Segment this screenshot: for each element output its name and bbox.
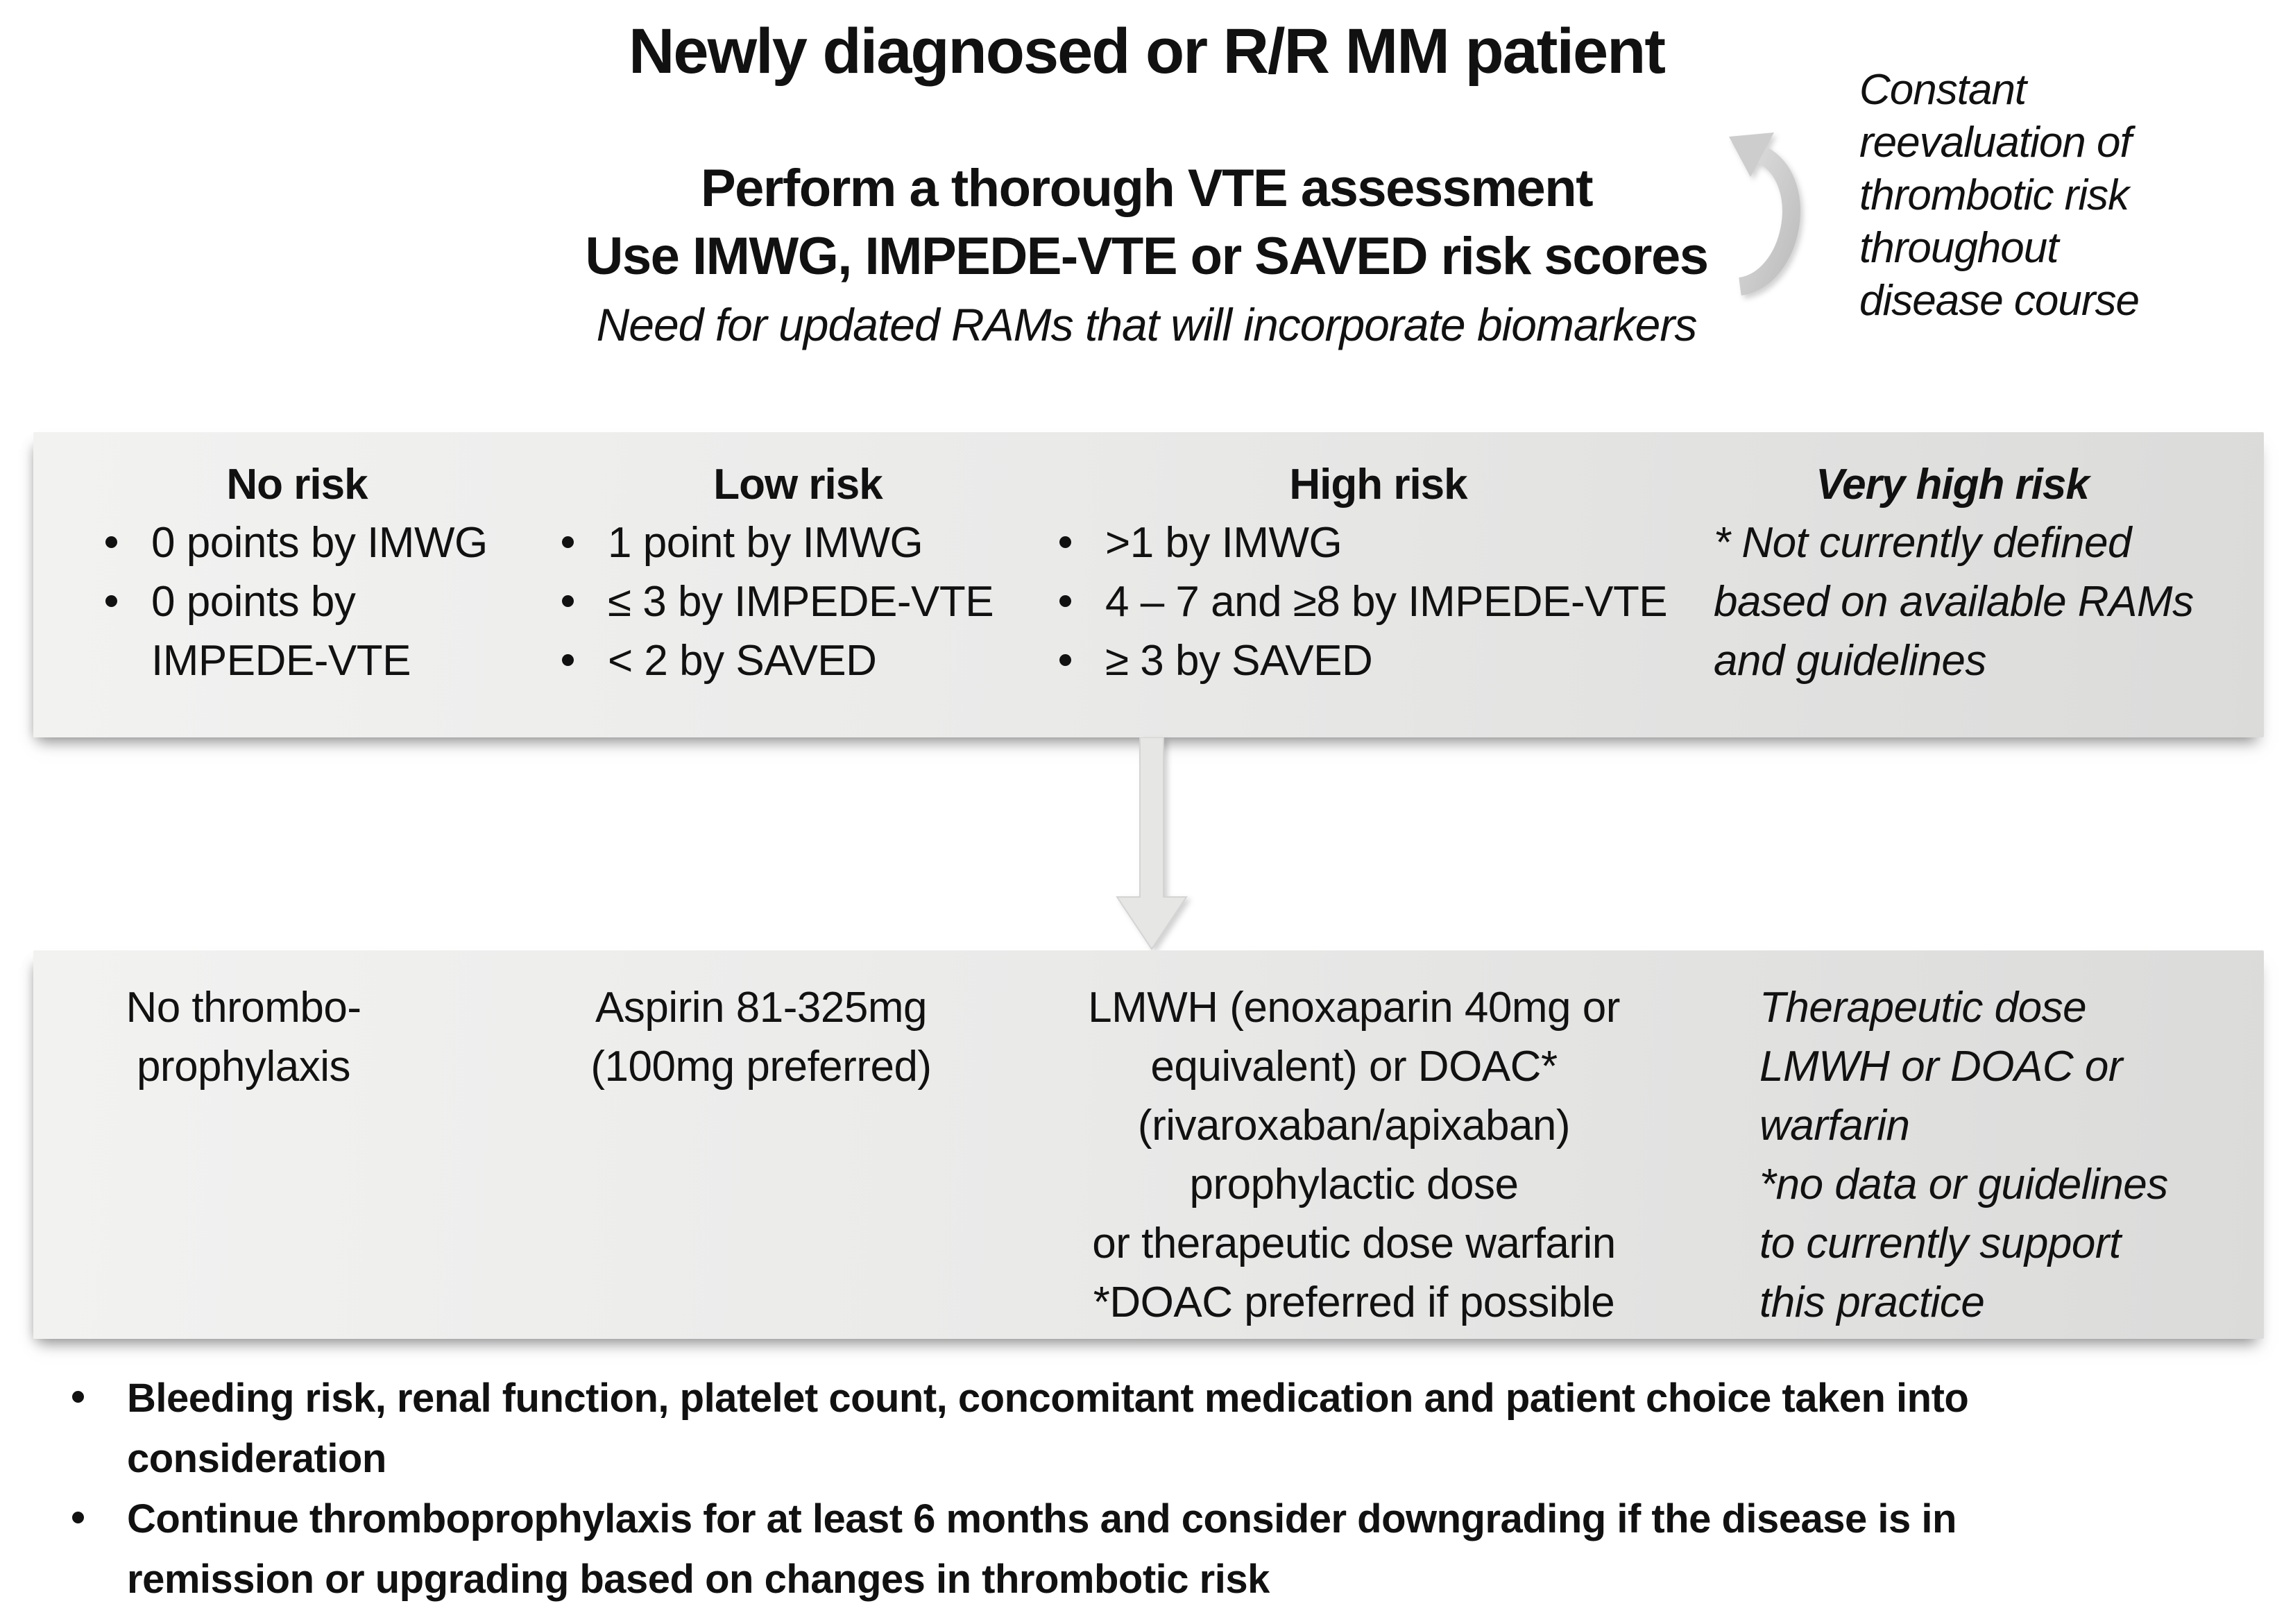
risk-item-list: >1 by IMWG 4 – 7 and ≥8 by IMPEDE-VTE ≥ … [1041,513,1696,690]
side-note: Constant reevaluation of thrombotic risk… [1859,64,2140,327]
page-title: Newly diagnosed or R/R MM patient [628,16,1666,87]
footnote-bleeding-risk: Bleeding risk, renal function, platelet … [69,1368,1969,1489]
treatment-box: No thrombo- prophylaxis Aspirin 81-325mg… [33,950,2264,1339]
treatment-line: prophylactic dose [1189,1161,1519,1208]
risk-item-list: 0 points by IMWG 0 points by IMPEDE-VTE [33,513,527,690]
treatment-line: Therapeutic dose [1759,984,2087,1032]
assessment-note: Need for updated RAMs that will incorpor… [596,299,1698,350]
risk-column-no-risk: No risk 0 points by IMWG 0 points by IMP… [33,432,527,737]
flow-down-arrow-icon [1116,737,1188,950]
footnote-continue-prophylaxis: Continue thromboprophylaxis for at least… [69,1489,1968,1609]
treatment-line: LMWH or DOAC or [1759,1043,2122,1091]
risk-column-very-high-risk: Very high risk * Not currently defined b… [1696,432,2264,737]
footnote-line: Bleeding risk, renal function, platelet … [127,1376,1969,1421]
risk-column-title: Low risk [713,461,883,508]
risk-item: 4 – 7 and ≥8 by IMPEDE-VTE [1059,572,1696,631]
circular-reevaluation-arrow-icon [1729,133,1800,296]
treatment-line: warfarin [1759,1102,1910,1149]
risk-item-list: 1 point by IMWG ≤ 3 by IMPEDE-VTE < 2 by… [527,513,1041,690]
treatment-column-aspirin: Aspirin 81-325mg (100mg preferred) [504,978,1018,1339]
footnote-line: remission or upgrading based on changes … [127,1557,1270,1602]
treatment-line: Aspirin 81-325mg [595,984,927,1032]
very-high-risk-note-line: based on available RAMs [1714,578,2194,626]
risk-item: ≥ 3 by SAVED [1059,631,1696,690]
treatment-line: prophylaxis [136,1043,351,1091]
risk-column-low-risk: Low risk 1 point by IMWG ≤ 3 by IMPEDE-V… [527,432,1041,737]
treatment-line: or therapeutic dose warfarin [1092,1220,1616,1267]
treatment-line: equivalent) or DOAC* [1150,1043,1558,1091]
risk-item: 0 points by IMPEDE-VTE [105,572,527,690]
treatment-column-lmwh-doac: LMWH (enoxaparin 40mg or equivalent) or … [1026,978,1682,1339]
treatment-line: No thrombo- [126,984,361,1032]
treatment-line: (100mg preferred) [590,1043,932,1091]
subtitle-line-1: Perform a thorough VTE assessment [700,159,1594,218]
footnote-line: consideration [127,1436,386,1481]
risk-stratification-box: No risk 0 points by IMWG 0 points by IMP… [33,432,2264,737]
treatment-column-none: No thrombo- prophylaxis [0,978,491,1339]
subtitle-line-2: Use IMWG, IMPEDE-VTE or SAVED risk score… [585,227,1710,286]
side-note-line: disease course [1859,277,2140,325]
treatment-line: (rivaroxaban/apixaban) [1137,1102,1571,1149]
side-note-line: throughout [1859,224,2058,272]
side-note-line: reevaluation of [1859,119,2132,166]
risk-column-title: Very high risk [1816,461,2090,508]
footnotes: Bleeding risk, renal function, platelet … [69,1368,1969,1609]
very-high-risk-note: * Not currently defined based on availab… [1696,513,2264,690]
risk-item: 1 point by IMWG [562,513,1041,572]
footnote-line: Continue thromboprophylaxis for at least… [127,1496,1957,1541]
treatment-column-therapeutic: Therapeutic dose LMWH or DOAC or warfari… [1696,978,2264,1339]
risk-item: < 2 by SAVED [562,631,1041,690]
risk-item: ≤ 3 by IMPEDE-VTE [562,572,1041,631]
treatment-line: LMWH (enoxaparin 40mg or [1088,984,1620,1032]
side-note-line: thrombotic risk [1859,171,2129,219]
very-high-risk-note-line: and guidelines [1714,637,1986,685]
risk-item: 0 points by IMWG [105,513,527,572]
risk-item: >1 by IMWG [1059,513,1696,572]
treatment-line: *DOAC preferred if possible [1093,1279,1615,1326]
risk-column-high-risk: High risk >1 by IMWG 4 – 7 and ≥8 by IMP… [1041,432,1696,737]
treatment-line: to currently support [1759,1220,2121,1267]
risk-column-title: No risk [226,461,368,508]
treatment-line: this practice [1759,1279,1985,1326]
side-note-line: Constant [1859,66,2027,114]
very-high-risk-note-line: * Not currently defined [1714,519,2131,567]
treatment-line: *no data or guidelines [1759,1161,2168,1208]
risk-column-title: High risk [1289,461,1467,508]
